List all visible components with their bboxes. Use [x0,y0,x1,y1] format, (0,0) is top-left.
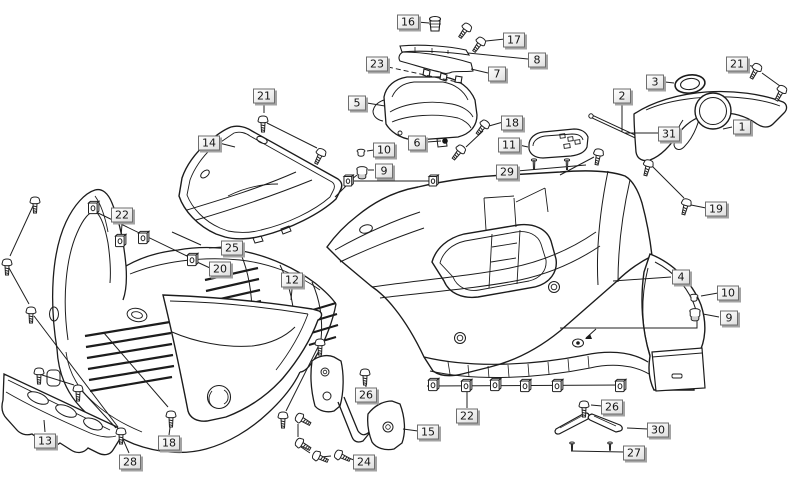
screw-icon [640,158,655,178]
hood-panel [179,126,342,243]
screw-icon [29,196,41,214]
screw-icon [257,115,269,133]
grommet-nut-icon [356,166,368,180]
rivet-icon [689,293,699,302]
trim-bars [399,17,473,84]
clip-icon [428,174,439,187]
screw-icon [310,449,331,466]
trim-strips [555,413,622,434]
screw-icon [1,258,13,276]
side-panel [163,295,322,421]
rivet-icon [356,148,366,157]
headlight-pod [373,77,477,147]
screw-icon [72,384,84,402]
small-screw-icon [607,441,613,451]
grommet-nut-icon [689,308,701,322]
screw-icon [678,197,693,217]
screw-icon [293,436,314,454]
screw-icon [311,146,328,167]
clip-icon [428,377,440,392]
skid-plate [2,374,120,455]
clip-icon [343,174,354,187]
screw-icon [293,411,314,429]
clip-icon [552,378,564,393]
front-bumper-fascia [47,190,338,453]
screw-icon [359,368,371,386]
front-rack-lid [529,129,588,158]
clip-icon [138,230,150,245]
pin-icon [530,158,538,170]
main-body-fender [327,171,705,391]
screw-icon [277,411,289,429]
clip-icon [187,252,199,267]
screw-icon [165,410,177,428]
screw-icon [455,20,474,41]
screw-icon [332,448,353,465]
small-screw-icon [569,441,575,451]
screw-icon [469,34,488,55]
clip-icon [520,378,532,393]
clip-icon [115,233,127,248]
fasteners [1,20,789,466]
screw-icon [746,61,764,82]
screw-icon [33,367,45,385]
ring-grommet-3 [674,73,706,95]
clip-icon [461,378,473,393]
screw-icon [448,142,468,163]
screw-icon [314,338,326,356]
grommet-dot-6 [442,138,448,144]
leader-lines [9,22,780,460]
clip-icon [615,378,627,393]
screw-icon [25,306,37,324]
clip-icon [88,200,100,215]
pin-icon [563,158,571,170]
clip-16-part [429,17,441,32]
clip-icon [490,377,502,392]
console-panel [589,73,787,161]
support-bracket [311,356,404,450]
